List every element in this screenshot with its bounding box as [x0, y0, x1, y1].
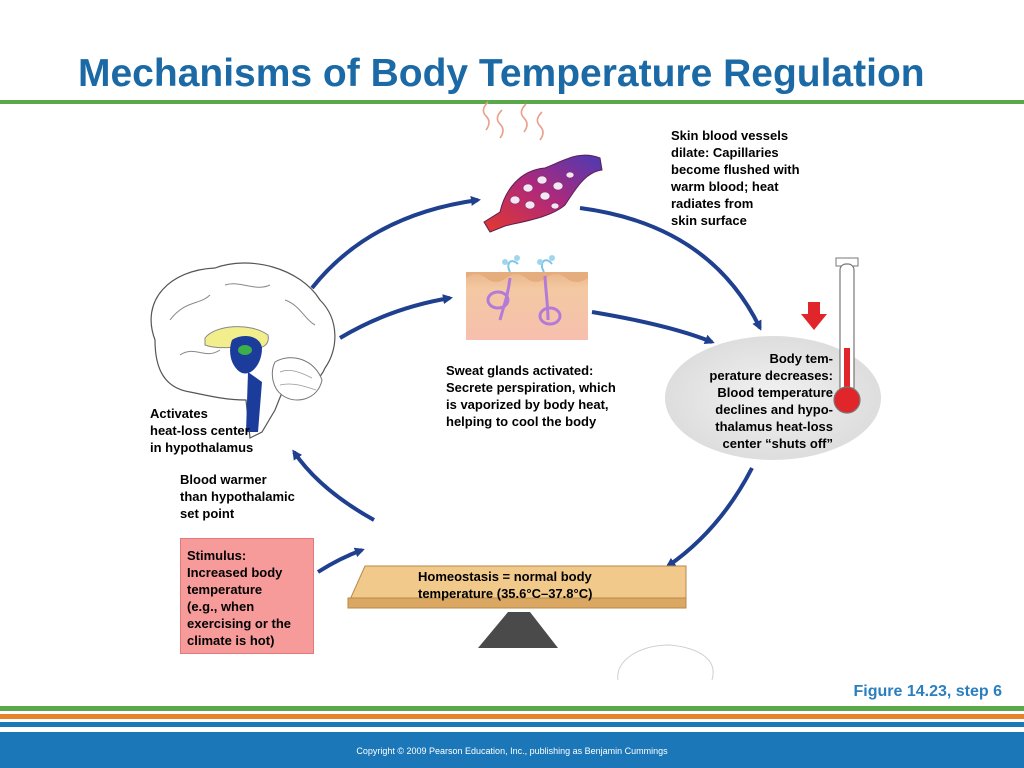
body-temp-oval [665, 336, 881, 460]
balance-scale [347, 565, 687, 648]
footer-rule-green [0, 706, 1024, 711]
label-blood-warmer: Blood warmer than hypothalamic set point [180, 472, 295, 521]
label-activates-heat-loss: Activates heat-loss center in hypothalam… [150, 406, 254, 455]
title-rule-green [0, 100, 1024, 104]
arrow-vessels-to-oval [579, 206, 762, 331]
label-homeostasis: Homeostasis = normal body temperature (3… [418, 569, 593, 601]
blood-vessel-illustration [482, 101, 603, 233]
arrow-stimulus-to-homeostasis [316, 547, 365, 574]
arrow-brain-to-vessels [310, 196, 481, 290]
arrow-oval-to-homeostasis [665, 467, 754, 568]
brain-illustration [150, 262, 336, 439]
footer-bar [0, 732, 1024, 768]
arrow-blood-to-brain [292, 449, 375, 522]
sweat-gland-illustration [466, 255, 588, 340]
arrow-sweat-to-oval [591, 310, 715, 345]
thermometer-icon [833, 257, 861, 414]
label-sweat-glands: Sweat glands activated: Secrete perspira… [446, 363, 616, 429]
copyright-text: Copyright © 2009 Pearson Education, Inc.… [356, 746, 668, 756]
label-body-temp-decreases: Body tem- perature decreases: Blood temp… [709, 351, 833, 451]
slide-title: Mechanisms of Body Temperature Regulatio… [78, 52, 925, 95]
stimulus-box: Stimulus: Increased body temperature (e.… [180, 538, 314, 654]
down-arrow-icon [801, 302, 827, 330]
label-skin-vessels: Skin blood vessels dilate: Capillaries b… [671, 128, 800, 228]
figure-label: Figure 14.23, step 6 [853, 683, 1002, 700]
scribble-mark [617, 644, 714, 681]
arrow-brain-to-sweat [338, 294, 453, 340]
footer-rule-orange [0, 714, 1024, 719]
footer-rule-blue [0, 722, 1024, 727]
